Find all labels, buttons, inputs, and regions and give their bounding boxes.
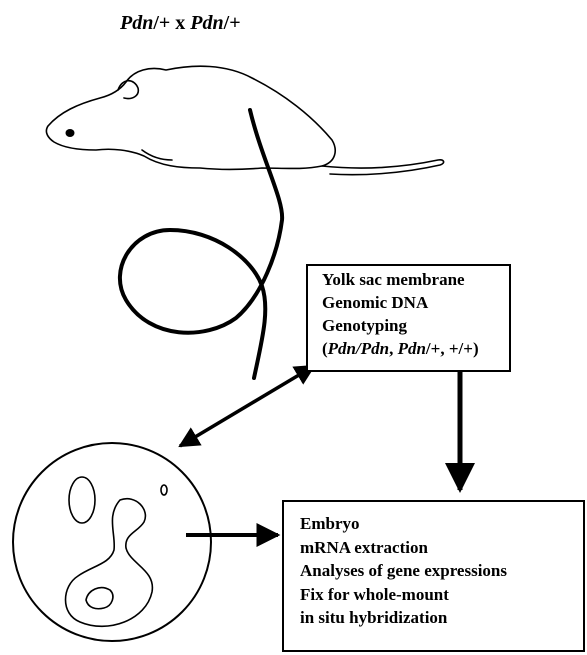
uterus-line xyxy=(120,110,282,378)
title-gene-1: Pdn xyxy=(120,12,153,34)
title-separator: x xyxy=(170,12,190,34)
mouse-eye-icon xyxy=(66,129,75,137)
title-gene-1-suffix: /+ xyxy=(153,12,170,34)
embryo-cavity xyxy=(69,477,95,523)
dish-outline xyxy=(13,443,211,641)
in-situ-line: in situ hybridization xyxy=(300,606,583,630)
mouse-foreleg xyxy=(142,150,172,160)
genotypes-line: (Pdn/Pdn, Pdn/+, +/+) xyxy=(322,337,509,360)
mouse-ear xyxy=(118,81,138,99)
genotype-homozygous: Pdn/Pdn xyxy=(328,339,389,358)
whole-mount-line: Fix for whole-mount xyxy=(300,583,583,607)
genotypes-comma: , xyxy=(389,339,398,358)
title-gene-2: Pdn xyxy=(190,12,223,34)
title-gene-2-suffix: /+ xyxy=(224,12,241,34)
genotyping-line: Genotyping xyxy=(322,314,509,337)
embryo-box: Embryo mRNA extraction Analyses of gene … xyxy=(282,500,585,652)
embryo-inner xyxy=(86,588,113,609)
embryo-shape xyxy=(66,499,153,627)
genomic-dna-line: Genomic DNA xyxy=(322,291,509,314)
gene-expression-line: Analyses of gene expressions xyxy=(300,559,583,583)
genotype-wildtype: , +/+) xyxy=(440,339,478,358)
mrna-extraction-line: mRNA extraction xyxy=(300,536,583,560)
embryo-dish xyxy=(13,443,211,641)
double-arrow xyxy=(180,366,314,446)
embryo-line: Embryo xyxy=(300,512,583,536)
embryo-speck xyxy=(161,485,167,495)
genotype-heterozygous-suffix: /+ xyxy=(426,339,440,358)
mouse-body xyxy=(46,66,335,169)
cross-title: Pdn/+ x Pdn/+ xyxy=(120,12,241,35)
mouse-illustration xyxy=(46,66,443,175)
mouse-tail xyxy=(322,160,444,175)
yolk-sac-line: Yolk sac membrane xyxy=(322,268,509,291)
genotype-heterozygous: Pdn xyxy=(398,339,426,358)
yolk-sac-box: Yolk sac membrane Genomic DNA Genotyping… xyxy=(306,264,511,372)
